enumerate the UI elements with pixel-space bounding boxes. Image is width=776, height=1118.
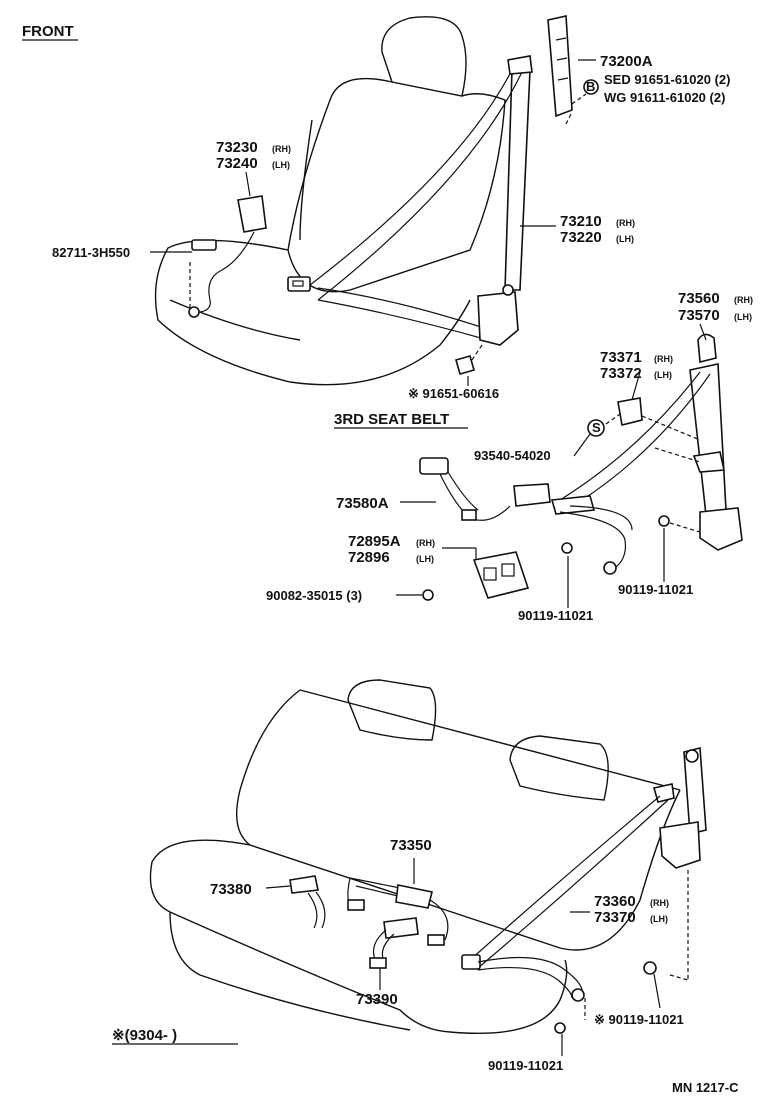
label-72896-lh: (LH): [416, 554, 434, 564]
label-73560-rh: (RH): [734, 295, 753, 305]
label-wg: WG 91611-61020 (2): [604, 90, 725, 105]
label-73570: 73570: [678, 307, 720, 324]
label-73560: 73560: [678, 290, 720, 307]
label-73372-lh: (LH): [654, 370, 672, 380]
rear-seat-drawing: [149, 679, 681, 1035]
label-72895a: 72895A: [348, 533, 401, 550]
label-73240-lh: (LH): [272, 160, 290, 170]
label-73570-lh: (LH): [734, 312, 752, 322]
label-90082: 90082-35015 (3): [266, 588, 362, 603]
adjuster-73200a: [547, 15, 599, 125]
label-90119-d: 90119-11021: [488, 1058, 563, 1073]
front-belt-73210: [287, 55, 533, 346]
bolt-91651-60616: [455, 344, 483, 375]
label-code: MN 1217-C: [672, 1080, 739, 1095]
label-73210-rh: (RH): [616, 218, 635, 228]
label-73210: 73210: [560, 213, 602, 230]
label-73580a: 73580A: [336, 495, 389, 512]
label-73230-rh: (RH): [272, 144, 291, 154]
marker-s: S: [592, 420, 601, 435]
label-73230: 73230: [216, 139, 258, 156]
label-73390: 73390: [356, 991, 398, 1008]
label-third-seat-belt: 3RD SEAT BELT: [334, 411, 449, 428]
label-front: FRONT: [22, 23, 74, 40]
rear-belts: [289, 746, 707, 1034]
buckle-73230: [188, 195, 267, 318]
label-91651-60616: ※ 91651-60616: [408, 386, 499, 401]
label-72895a-rh: (RH): [416, 538, 435, 548]
label-73200a: 73200A: [600, 53, 653, 70]
label-90119-b: 90119-11021: [518, 608, 593, 623]
label-73371: 73371: [600, 349, 642, 366]
label-82711: 82711-3H550: [52, 245, 130, 260]
label-73350: 73350: [390, 837, 432, 854]
label-sed: SED 91651-61020 (2): [604, 72, 730, 87]
label-73380: 73380: [210, 881, 252, 898]
label-73240: 73240: [216, 155, 258, 172]
label-73220: 73220: [560, 229, 602, 246]
label-93540: 93540-54020: [474, 448, 551, 463]
third-seat-belt-drawing: [419, 333, 743, 601]
label-72896: 72896: [348, 549, 390, 566]
label-73360: 73360: [594, 893, 636, 910]
label-73360-rh: (RH): [650, 898, 669, 908]
label-73370: 73370: [594, 909, 636, 926]
leader-lines: [150, 59, 707, 1056]
label-90119-c: ※ 90119-11021: [594, 1012, 684, 1027]
front-seat-drawing: [154, 16, 506, 386]
labels: FRONT 73200A B SED 91651-61020 (2) WG 91…: [22, 23, 753, 1095]
label-73220-lh: (LH): [616, 234, 634, 244]
label-73371-rh: (RH): [654, 354, 673, 364]
marker-b: B: [586, 79, 595, 94]
label-note: ※(9304- ): [112, 1027, 177, 1044]
label-73372: 73372: [600, 365, 642, 382]
label-90119-a: 90119-11021: [618, 582, 693, 597]
label-73370-lh: (LH): [650, 914, 668, 924]
